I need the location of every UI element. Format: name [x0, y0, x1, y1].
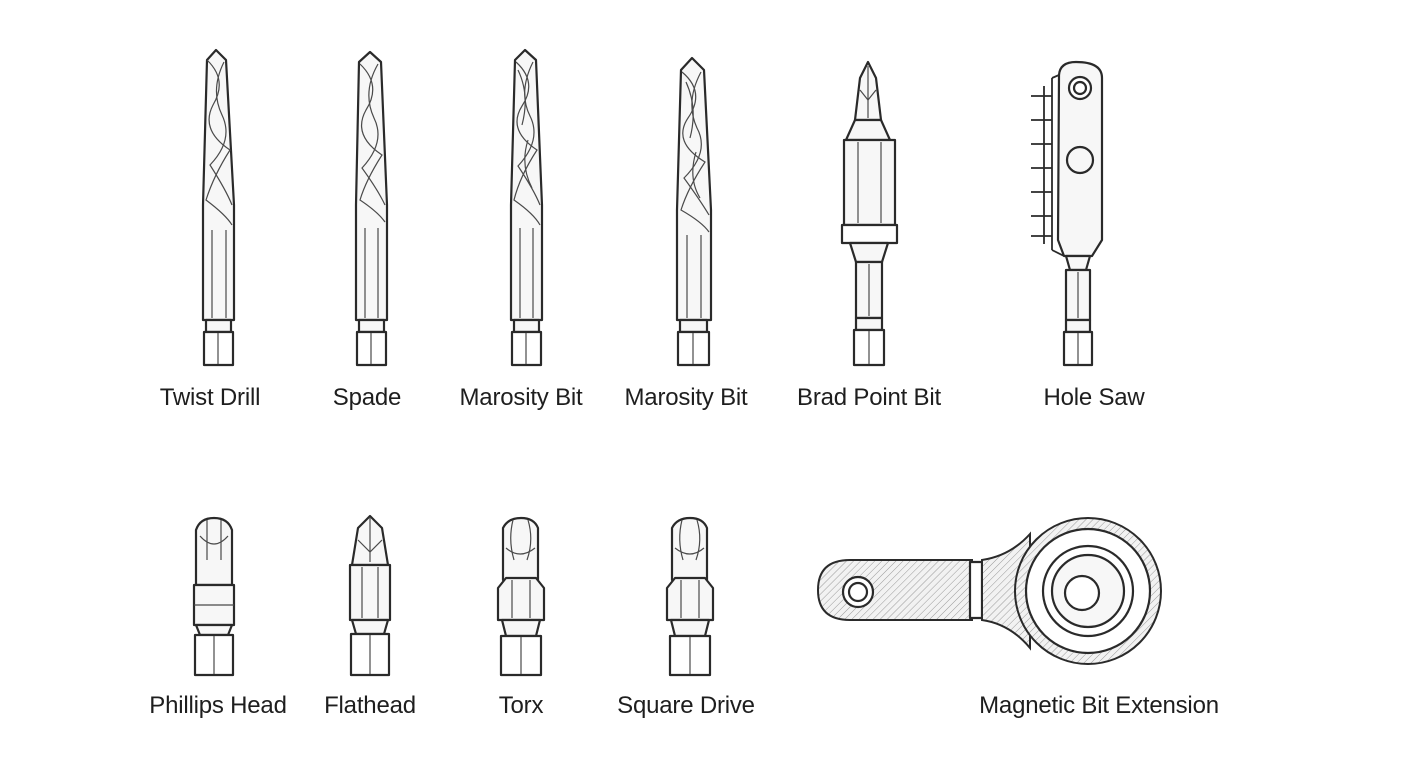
- brad-point-bit-icon: [840, 60, 899, 367]
- label-hole-saw: Hole Saw: [1043, 384, 1145, 411]
- torx-bit-icon: [496, 516, 546, 677]
- label-magnetic-bit-extension: Magnetic Bit Extension: [979, 692, 1219, 719]
- magnetic-bit-extension-icon: [816, 517, 1162, 665]
- twist-drill-icon: [201, 48, 236, 367]
- spade-bit-icon: [354, 50, 389, 367]
- masonry-bit-icon: [675, 56, 713, 367]
- label-twist-drill: Twist Drill: [159, 384, 261, 411]
- label-square-drive: Square Drive: [617, 692, 755, 719]
- label-torx: Torx: [498, 692, 544, 719]
- flathead-bit-icon: [348, 514, 392, 677]
- hole-saw-icon: [1031, 60, 1104, 367]
- label-marosity-bit-2: Marosity Bit: [624, 384, 748, 411]
- square-drive-bit-icon: [665, 516, 715, 677]
- label-phillips-head: Phillips Head: [149, 692, 287, 719]
- label-flathead: Flathead: [324, 692, 416, 719]
- phillips-bit-icon: [192, 516, 236, 677]
- label-spade: Spade: [332, 384, 402, 411]
- label-brad-point-bit: Brad Point Bit: [797, 384, 941, 411]
- label-marosity-bit-1: Marosity Bit: [459, 384, 583, 411]
- masonry-bit-icon: [509, 48, 544, 367]
